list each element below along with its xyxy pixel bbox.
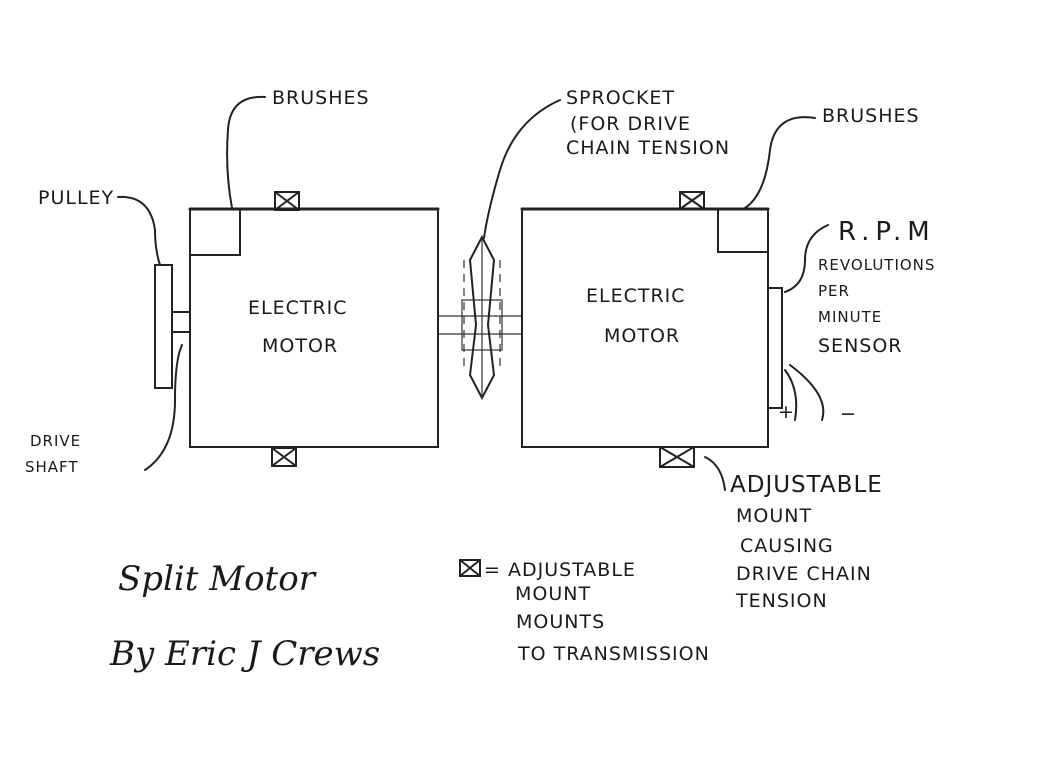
leader-rpm	[784, 224, 829, 293]
label-sprocket-2: (FOR DRIVE	[570, 113, 691, 135]
label-minus: −	[840, 403, 857, 425]
right-brushes	[717, 208, 769, 253]
label-plus: +	[778, 401, 795, 423]
legend-text-1: = ADJUSTABLE	[484, 559, 636, 581]
label-drive-shaft-1: DRIVE	[30, 432, 81, 450]
left-bottom-mount-icon	[271, 447, 297, 467]
leader-pulley	[117, 195, 161, 266]
leader-adjustable-mount	[704, 456, 726, 491]
leader-brushes-left	[226, 95, 266, 209]
label-motor-right-1: ELECTRIC	[586, 285, 686, 307]
legend-text-2: MOUNT	[515, 583, 591, 605]
label-rpm-desc-3: MINUTE	[818, 308, 882, 326]
left-electric-motor	[188, 207, 440, 448]
author-signature: By Eric J Crews	[109, 634, 380, 674]
label-adjustable-1: ADJUSTABLE	[730, 472, 883, 498]
rpm-sensor	[767, 287, 783, 409]
label-motor-left-1: ELECTRIC	[248, 297, 348, 319]
sprocket	[461, 234, 503, 401]
label-adjustable-3: CAUSING	[740, 535, 834, 557]
legend-text-3: MOUNTS	[516, 611, 605, 633]
label-drive-shaft-2: SHAFT	[25, 458, 79, 476]
label-sprocket-3: CHAIN TENSION	[566, 137, 730, 159]
drive-shaft-left	[171, 311, 191, 333]
label-rpm-desc-2: PER	[818, 282, 850, 300]
legend-mount-icon	[459, 559, 481, 577]
label-motor-right-2: MOTOR	[604, 325, 680, 347]
label-sprocket-1: SPROCKET	[566, 87, 675, 109]
right-bottom-mount-icon	[659, 446, 695, 468]
label-brushes-right: BRUSHES	[822, 105, 920, 127]
label-rpm-desc-1: REVOLUTIONS	[818, 256, 935, 274]
label-adjustable-4: DRIVE CHAIN	[736, 563, 872, 585]
label-rpm: R.P.M	[838, 217, 936, 247]
leader-sprocket	[483, 99, 561, 239]
label-adjustable-2: MOUNT	[736, 505, 812, 527]
label-rpm-desc-4: SENSOR	[818, 335, 903, 357]
label-brushes-left: BRUSHES	[272, 87, 370, 109]
pulley	[154, 264, 173, 389]
sensor-wires	[784, 364, 825, 421]
drawing-title: Split Motor	[118, 559, 317, 599]
label-pulley: PULLEY	[38, 187, 114, 209]
legend-text-4: TO TRANSMISSION	[517, 643, 710, 665]
leader-brushes-right	[744, 116, 816, 209]
right-top-mount-icon	[679, 191, 705, 210]
center-shaft	[438, 315, 522, 335]
left-brushes	[189, 208, 241, 256]
label-adjustable-5: TENSION	[735, 590, 828, 612]
label-motor-left-2: MOTOR	[262, 335, 338, 357]
left-top-mount-icon	[274, 191, 300, 211]
leader-drive-shaft	[144, 344, 183, 471]
